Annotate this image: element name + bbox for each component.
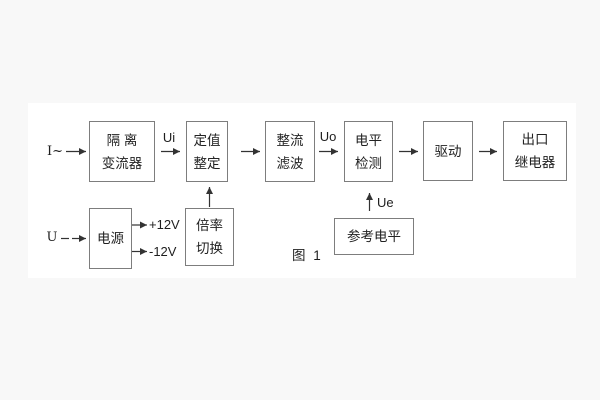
label-minus-12v: -12V: [149, 244, 177, 259]
block-line: 隔 离: [106, 132, 138, 148]
block-line: 滤波: [276, 155, 304, 171]
block-line: 整流: [276, 132, 304, 148]
block-line: 定值: [193, 132, 221, 148]
block-line: 倍率: [196, 218, 223, 233]
label-input-current: I~: [46, 144, 64, 159]
block-line: 检测: [355, 155, 382, 171]
block-multiplier-switch: 倍率 切换: [185, 208, 234, 266]
label-ue: Ue: [377, 195, 394, 210]
block-isolation-transformer: 隔 离 变流器: [89, 121, 155, 182]
block-line: 参考电平: [347, 229, 401, 244]
block-line: 电平: [355, 132, 382, 148]
block-line: 变流器: [101, 155, 143, 171]
block-driver: 驱动: [423, 121, 473, 181]
block-setting-adjust: 定值 整定: [186, 121, 228, 182]
block-rectifier-filter: 整流 滤波: [265, 121, 315, 182]
block-line: 整定: [193, 155, 221, 171]
block-line: 切换: [196, 241, 223, 256]
block-line: 继电器: [514, 155, 556, 170]
block-reference-level: 参考电平: [334, 218, 414, 255]
block-output-relay: 出口 继电器: [503, 121, 567, 181]
figure-caption: 图 1: [292, 248, 323, 263]
block-line: 驱动: [434, 143, 462, 159]
label-input-voltage: U: [46, 230, 58, 245]
block-line: 电源: [97, 231, 124, 246]
block-line: 出口: [521, 132, 549, 147]
block-power-supply: 电源: [89, 208, 132, 269]
label-plus-12v: +12V: [149, 217, 180, 232]
label-uo: Uo: [319, 129, 337, 144]
block-level-detector: 电平 检测: [344, 121, 393, 182]
label-ui: Ui: [162, 130, 176, 145]
